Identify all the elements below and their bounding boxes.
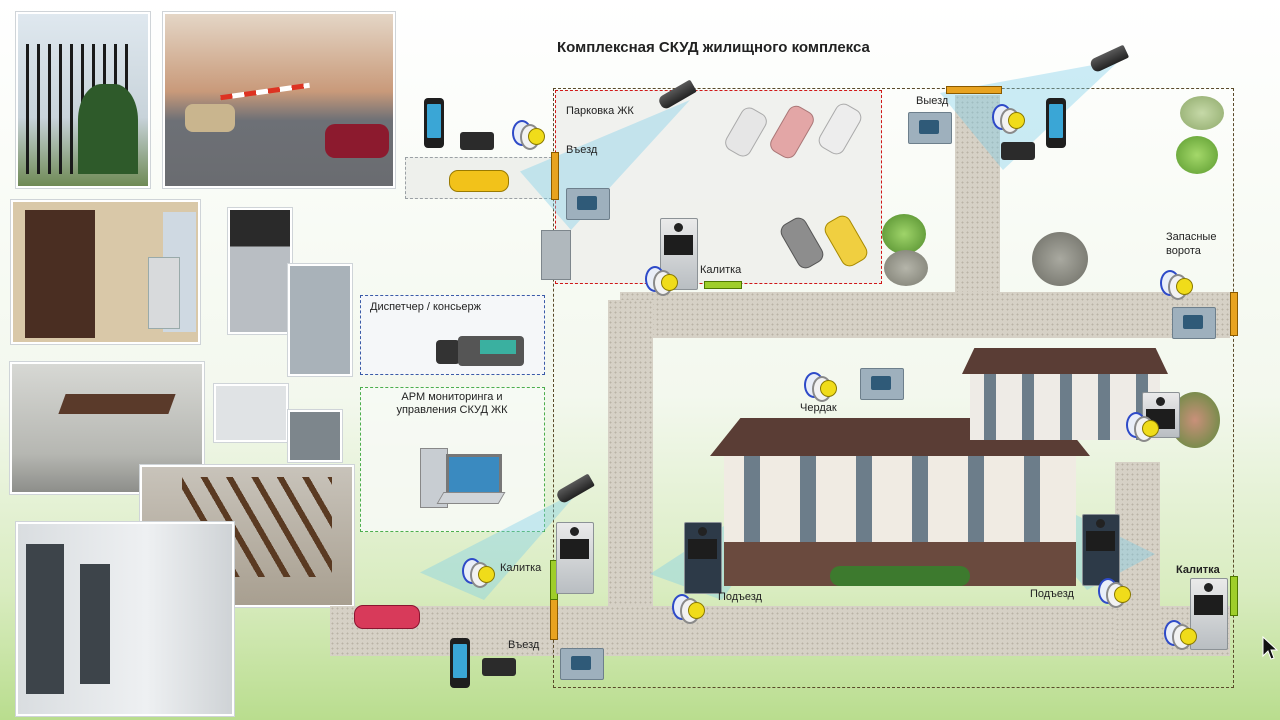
key-fob-icon [462,558,502,588]
car-red-road [354,605,420,629]
gate-exit-top [946,86,1002,94]
key-fob-icon [512,120,552,150]
road-bottom-horizontal [330,606,1230,656]
gate-entry-top [551,152,559,200]
intercom-panel-icon [556,522,594,594]
controller-icon [908,112,952,144]
smartphone-icon [450,638,470,688]
wicket-right [1230,576,1238,616]
key-fob-icon [1164,620,1204,650]
gate-entry-bottom [550,598,558,640]
label-dispatcher: Диспетчер / консьерж [370,301,481,313]
tree [882,214,926,254]
tree [884,250,928,286]
call-button-icon [541,230,571,280]
controller-icon [1172,307,1216,339]
photo-intercom-panel [228,208,292,334]
label-spare-gate: Запасные ворота [1166,231,1217,257]
label-entry-top: Въезд [566,144,598,156]
key-fob-icon [1160,270,1200,300]
key-fob-icon [1098,578,1138,608]
smartphone-icon [1046,98,1066,148]
label-arm: АРМ мониторинга и управления СКУД ЖК [396,391,508,416]
key-fob-icon [804,372,844,402]
perimeter-boundary [553,88,1234,688]
key-fob-icon [645,266,685,296]
cursor-icon [1262,636,1278,660]
gate-spare [1230,292,1238,336]
card-reader-icon [482,658,516,676]
photo-lock [288,410,342,462]
road-left-vertical [608,300,653,650]
photo-corridor [16,522,234,716]
label-entrance-right: Подъезд [1030,588,1074,600]
label-entrance-left: Подъезд [718,591,762,603]
photo-gate [16,12,150,188]
card-reader-icon [460,132,494,150]
entry-lane-zone [405,157,557,199]
building-main [710,418,1090,586]
label-wicket-parking: Калитка [700,264,742,276]
label-wicket-right: Калитка [1176,564,1220,576]
diagram-title: Комплексная СКУД жилищного комплекса [557,39,870,56]
label-parking: Парковка ЖК [566,105,634,117]
intercom-panel-icon [684,522,722,594]
road-right-vertical [1115,462,1160,652]
road-upper-horizontal [620,292,1230,338]
photo-keypad-panel [288,264,352,376]
label-entry-bottom: Въезд [508,639,540,651]
tree [1176,136,1218,174]
road-top-vertical [955,95,1000,325]
photo-barrier [163,12,395,188]
label-wicket-left: Калитка [500,562,542,574]
photo-controller [214,384,288,442]
controller-icon [860,368,904,400]
controller-icon [566,188,610,220]
key-fob-icon [992,104,1032,134]
photo-entrance-door [11,200,200,344]
card-reader-icon [1001,142,1035,160]
key-fob-icon [1126,412,1166,442]
desk-phone-icon [436,330,526,366]
label-attic: Чердак [800,402,837,414]
wicket-parking [704,281,742,289]
smartphone-icon [424,98,444,148]
controller-icon [560,648,604,680]
tree [1032,232,1088,286]
car-yellow-entry [449,170,509,192]
key-fob-icon [672,594,712,624]
label-exit-top: Выезд [916,95,949,107]
computer-icon [420,440,506,508]
intercom-panel-icon [1082,514,1120,586]
tree [1180,96,1224,130]
photo-passage [10,362,204,494]
